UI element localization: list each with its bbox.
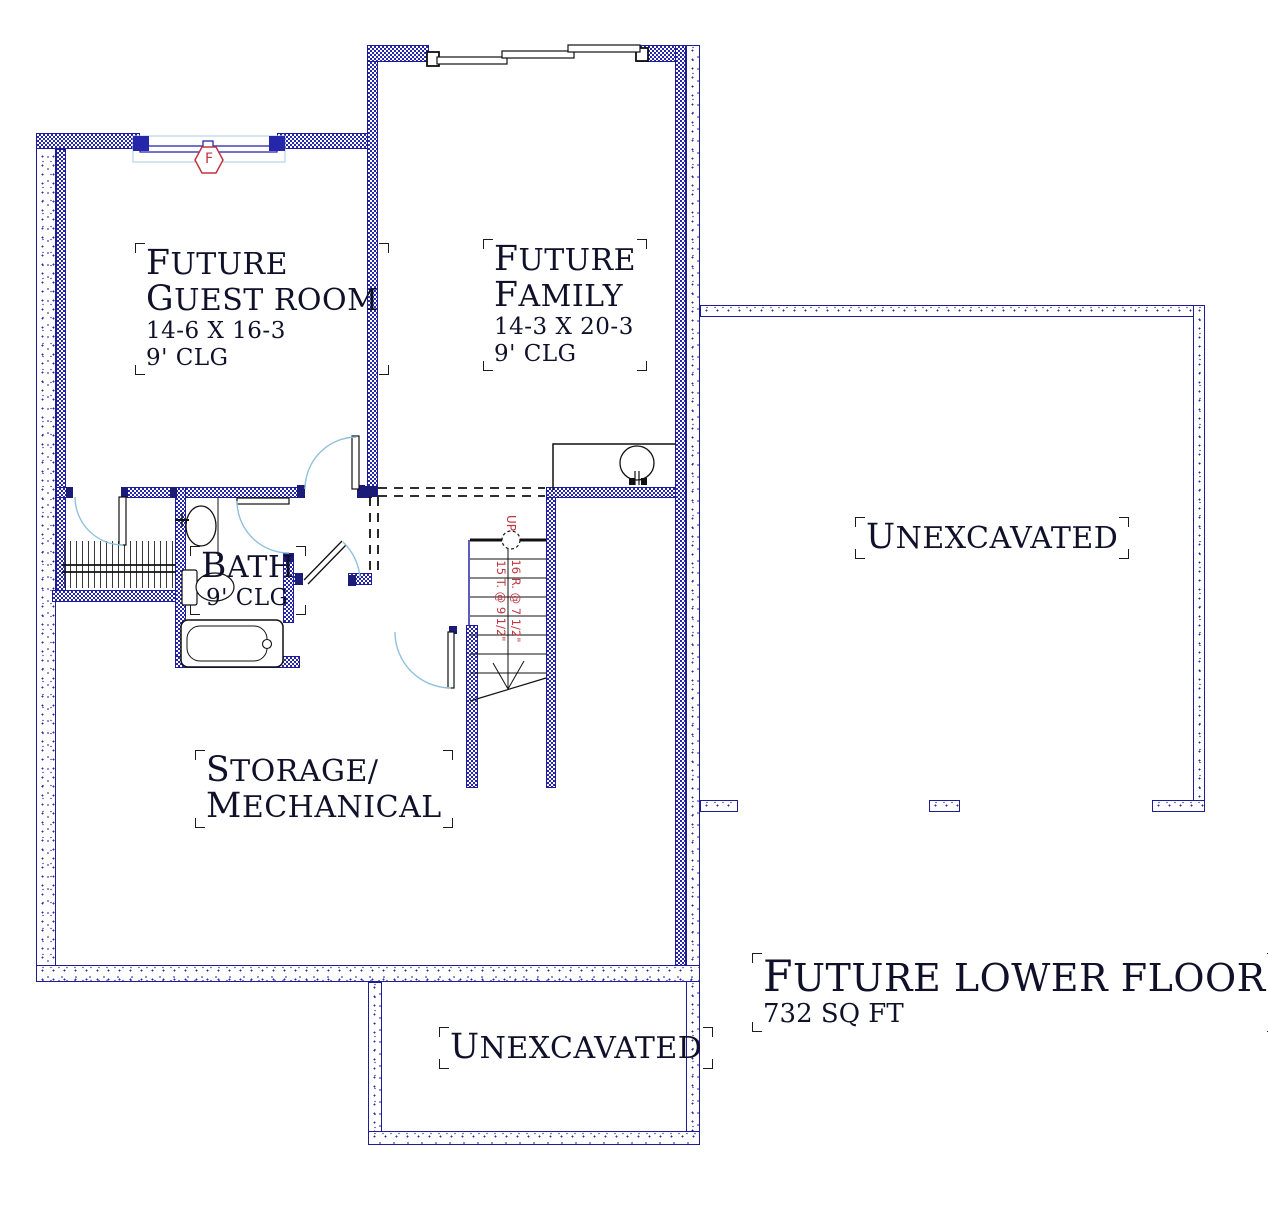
door-jamb <box>449 626 457 634</box>
exterior-wall-left <box>36 133 56 982</box>
guest-top-wall-b <box>277 133 372 149</box>
right-unexcavated-bottom-pier <box>929 800 960 812</box>
right-unexcavated-top-wall <box>700 305 1205 317</box>
door-jamb <box>295 574 303 585</box>
laundry-alcove <box>552 443 676 490</box>
guest-door-leaf <box>351 435 360 490</box>
stair-riser-note: 16 R. @ 7 1/2" <box>509 559 523 643</box>
room-name-line: BATH <box>201 546 295 586</box>
bottom-unexcavated-bottom-wall <box>368 1131 700 1145</box>
room-ceiling: 9' CLG <box>494 341 577 367</box>
guest-door-arc <box>304 436 358 490</box>
right-unexcavated-right-wall <box>1193 305 1205 812</box>
door-jamb <box>170 487 177 498</box>
unexcavated-right-label: UNEXCAVATED <box>854 517 1130 559</box>
bath-label: BATH 9' CLG <box>190 546 306 615</box>
exterior-wall-right <box>686 45 700 1145</box>
closet-rod-icon <box>64 541 174 588</box>
room-name-line: FUTURE <box>146 243 289 283</box>
sink-icon <box>185 505 217 547</box>
page-title-area: 732 SQ FT <box>763 999 904 1029</box>
hall-wall-b <box>123 487 305 498</box>
guest-room-label: FUTURE GUEST ROOM 14-6 X 16-3 9' CLG <box>134 243 390 375</box>
water-heater-icon <box>619 445 655 481</box>
closet-door-leaf <box>118 496 127 546</box>
closet-bottom-wall <box>52 590 185 602</box>
room-name-line: MECHANICAL <box>206 786 442 826</box>
closet-door-arc <box>74 496 124 546</box>
stair-up-label: UP <box>504 514 518 532</box>
room-ceiling: 9' CLG <box>206 585 289 611</box>
exterior-wall-right-framing <box>675 45 686 975</box>
family-room-label: FUTURE FAMILY 14-3 X 20-3 9' CLG <box>482 239 648 371</box>
door-jamb <box>357 485 365 498</box>
family-top-wall-b <box>637 45 686 62</box>
stair-right-wall <box>546 487 556 788</box>
guest-top-wall-a <box>36 133 140 149</box>
exterior-wall-left-framing <box>56 149 66 598</box>
unexcavated-bottom-label: UNEXCAVATED <box>438 1027 714 1069</box>
room-name-line: GUEST ROOM <box>146 279 379 319</box>
stair-left-wall <box>466 625 478 788</box>
understair-door-leaf <box>447 631 455 689</box>
door-jamb <box>364 486 377 497</box>
storage-door-leaf <box>303 540 343 581</box>
room-name-line: UNEXCAVATED <box>450 1027 703 1067</box>
right-unexcavated-bottom-stub-a <box>700 800 738 812</box>
understair-door-arc <box>394 631 452 689</box>
room-name-line: STORAGE/ <box>206 750 379 790</box>
bath-left-wall <box>175 487 186 668</box>
stair-tread-note: 15 T. @ 9 1/2" <box>494 560 508 642</box>
stair-break-line <box>469 677 547 702</box>
storage-label: STORAGE/ MECHANICAL <box>195 750 453 828</box>
room-name-line: UNEXCAVATED <box>866 517 1119 557</box>
bath-bottom-wall <box>175 656 300 668</box>
bay-window-icon <box>426 44 649 67</box>
stair-riser-tread-note: 16 R. @ 7 1/2" 15 T. @ 9 1/2" <box>493 545 523 657</box>
room-dims: 14-6 X 16-3 <box>146 318 286 344</box>
room-ceiling: 9' CLG <box>146 345 229 371</box>
sheet-title: FUTURE LOWER FLOOR 732 SQ FT <box>752 952 1268 1032</box>
bottom-unexcavated-left-wall <box>368 982 382 1145</box>
family-bottom-wall <box>546 487 676 498</box>
door-jamb <box>297 485 305 498</box>
room-name-line: FUTURE <box>494 239 637 279</box>
window-marker-label: F <box>204 151 214 167</box>
page-title: FUTURE LOWER FLOOR <box>763 952 1266 1002</box>
door-jamb <box>66 487 73 498</box>
family-top-wall-a <box>367 45 429 62</box>
bath-door-leaf <box>236 497 290 505</box>
exterior-wall-bottom <box>36 965 700 982</box>
room-dims: 14-3 X 20-3 <box>494 314 634 340</box>
door-jamb <box>121 487 128 498</box>
door-jamb <box>348 575 356 586</box>
room-name-line: FAMILY <box>494 275 623 315</box>
door-jamb <box>284 553 294 562</box>
right-unexcavated-bottom-stub-b <box>1152 800 1205 812</box>
bath-door-arc <box>236 500 290 554</box>
